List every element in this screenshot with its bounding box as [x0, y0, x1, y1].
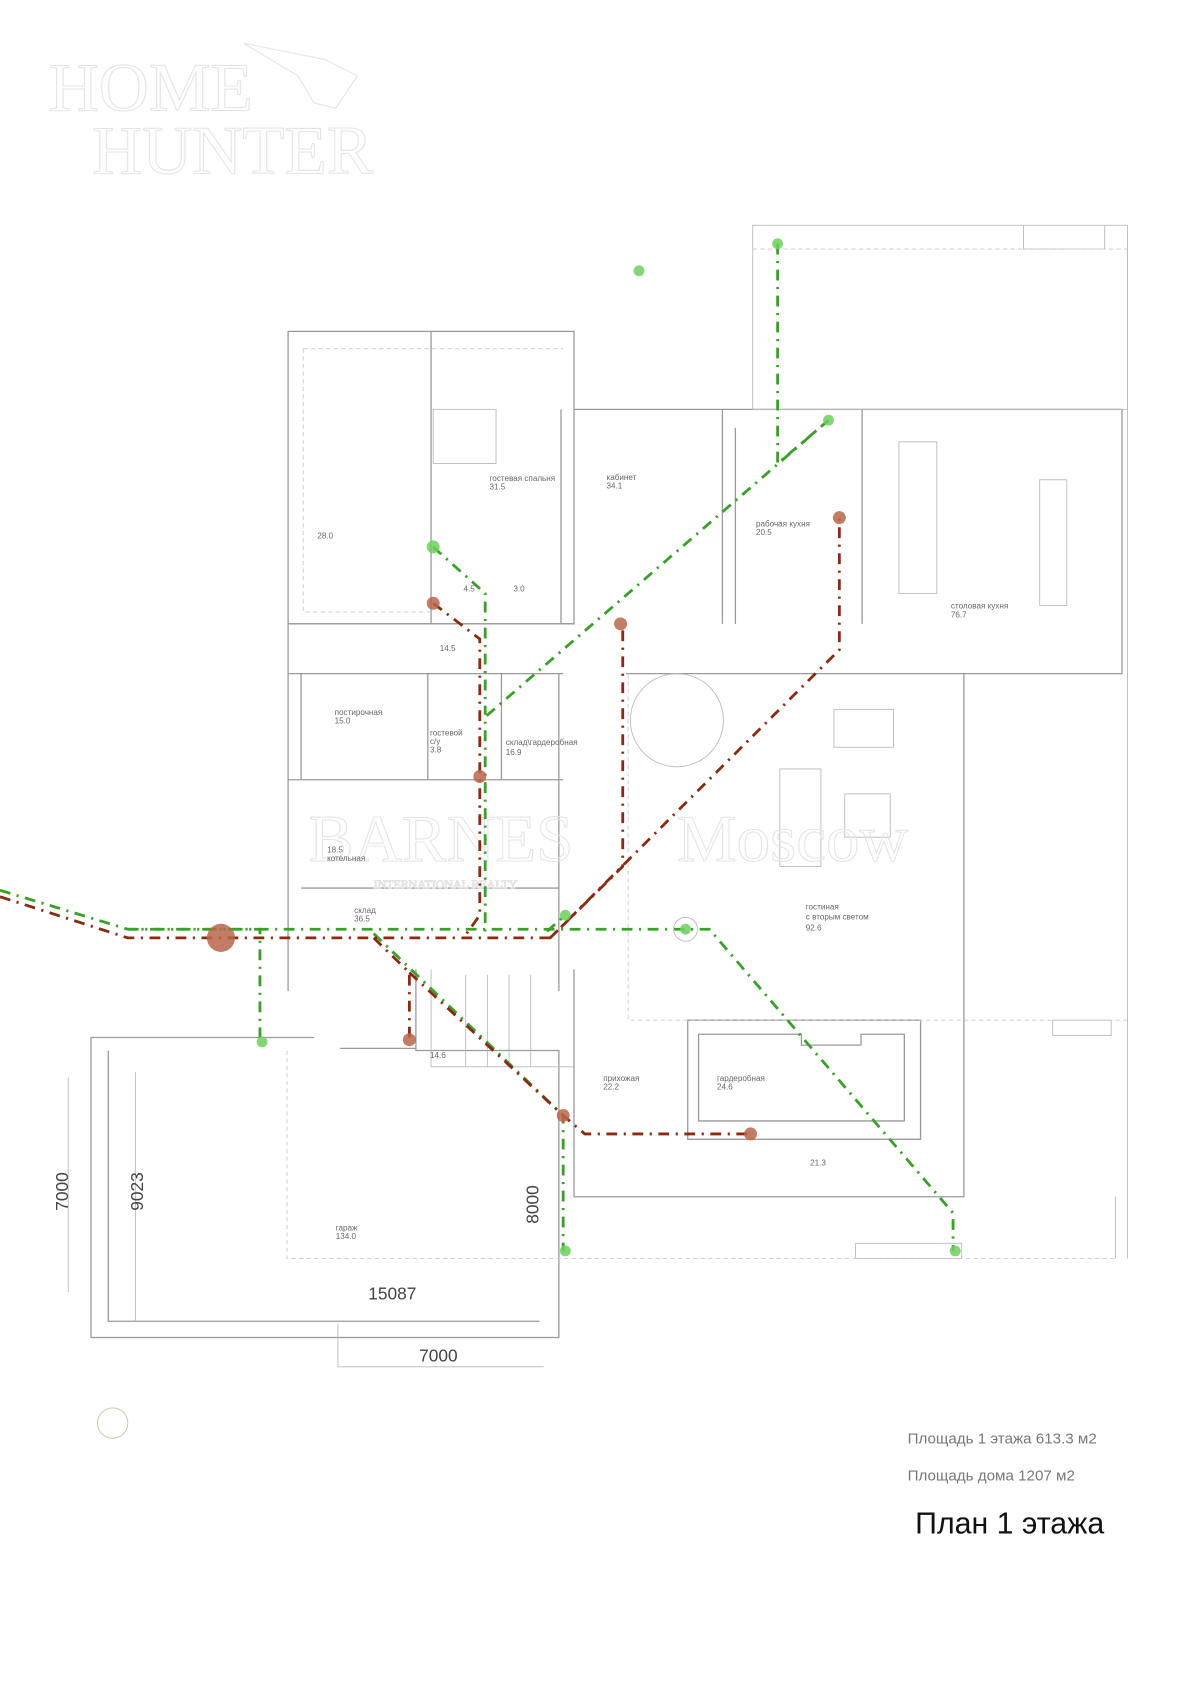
page-title: План 1 этажа	[915, 1508, 1104, 1541]
svg-text:BARNES: BARNES	[309, 801, 574, 876]
room-label: 28.0	[317, 531, 333, 540]
room-label: 4.5	[464, 584, 476, 593]
dimension-label: 7000	[419, 1345, 458, 1365]
svg-text:INTERNATIONAL REALTY: INTERNATIONAL REALTY	[374, 877, 518, 891]
walls	[67, 224, 1128, 1368]
pipe-nodes	[97, 238, 961, 1439]
barnes-watermark: BARNES Moscow INTERNATIONAL REALTY	[308, 800, 909, 891]
home-hunter-logo: HOME HUNTER	[48, 42, 374, 189]
spiral-stair	[629, 673, 724, 768]
dimension-label: 7000	[52, 1172, 72, 1211]
floor-area: Площадь 1 этажа 613.3 м2	[908, 1431, 1097, 1448]
house-area: Площадь дома 1207 м2	[908, 1467, 1075, 1484]
svg-text:HOME: HOME	[49, 48, 253, 125]
eagle-icon	[243, 42, 359, 109]
dimension-label: 9023	[127, 1172, 147, 1211]
dimension-label: 15087	[368, 1284, 416, 1304]
room-label: 14.6	[430, 1051, 446, 1060]
dimensions: 7000 9023 8000 15087 7000	[52, 1172, 542, 1365]
room-label: 21.3	[810, 1158, 826, 1167]
pipe-red	[0, 517, 841, 1136]
dimension-label: 8000	[522, 1185, 542, 1224]
pipe-green	[0, 243, 955, 1251]
svg-text:Moscow: Moscow	[677, 801, 909, 876]
footer: Площадь 1 этажа 613.3 м2 Площадь дома 12…	[908, 1431, 1105, 1541]
room-label: 3.0	[513, 584, 525, 593]
svg-text:HUNTER: HUNTER	[92, 111, 374, 188]
room-label: 14.5	[440, 644, 456, 653]
